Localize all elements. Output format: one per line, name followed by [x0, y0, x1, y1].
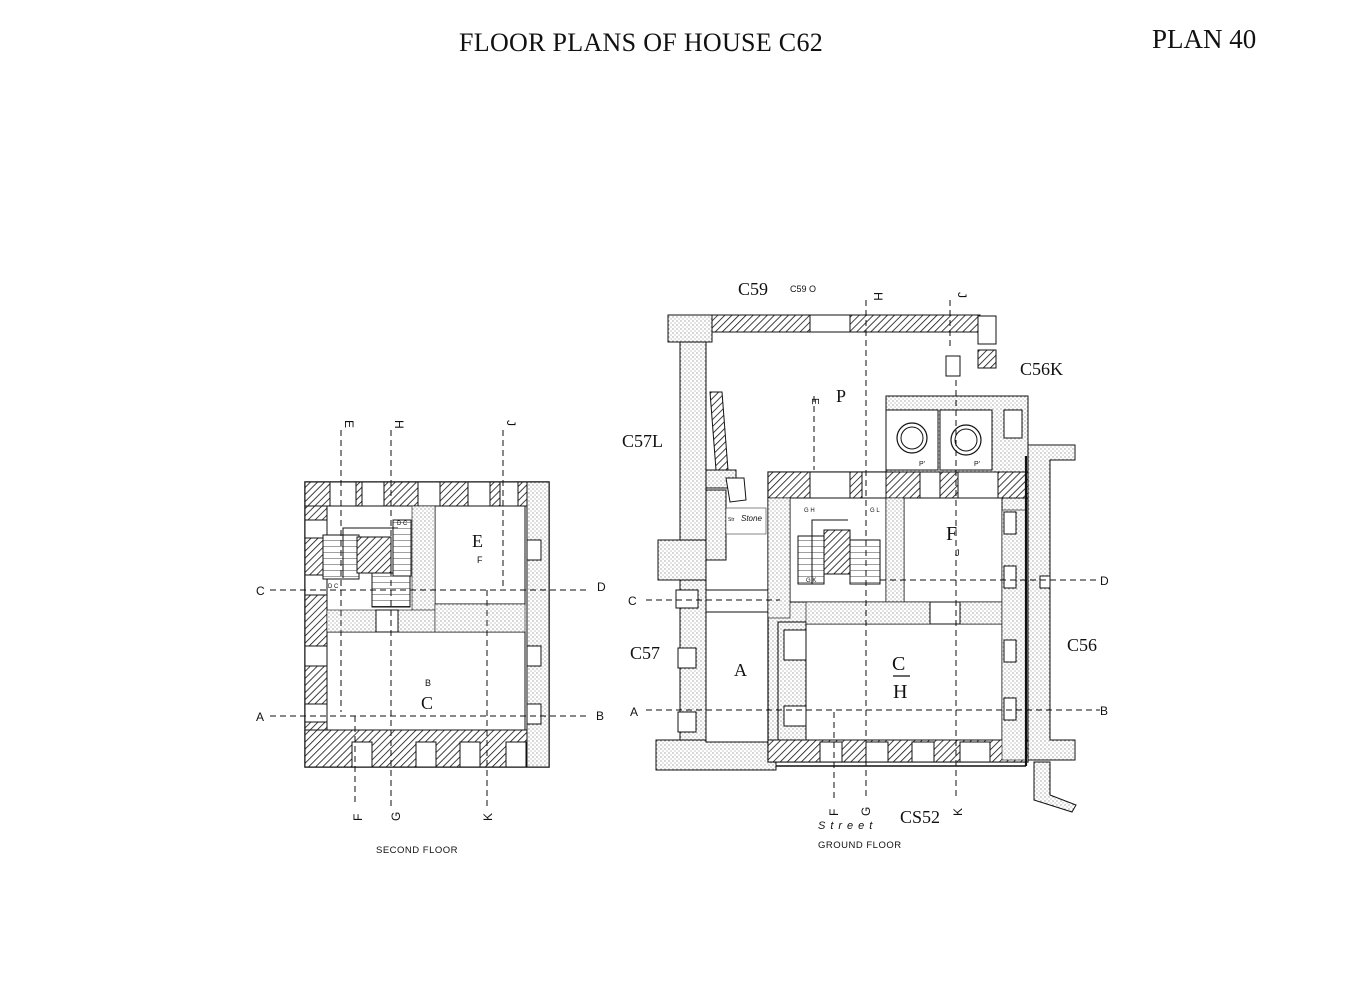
- neighbour-c59o: C59 O: [790, 284, 816, 294]
- section-mark-c: C: [256, 584, 265, 598]
- g-section-mark-j: J: [955, 292, 969, 298]
- g-section-mark-a: A: [630, 705, 638, 719]
- g-section-mark-f: F: [827, 809, 841, 816]
- g-section-mark-d: D: [1100, 574, 1109, 588]
- ground-floor-labels: C59 C59 O C56K C57L C57 C56 CS52 P A F J…: [622, 279, 1109, 851]
- section-mark-a: A: [256, 710, 264, 724]
- ground-floor-section-lines: [646, 300, 1100, 800]
- stone-label: Stone: [741, 514, 762, 523]
- neighbour-c56k: C56K: [1020, 359, 1063, 379]
- section-mark-e: E: [342, 420, 356, 428]
- ground-room-f: [903, 497, 1003, 603]
- g-section-mark-c: C: [628, 594, 637, 608]
- second-floor-section-lines: [270, 430, 590, 806]
- stair-mark-e: E: [809, 398, 820, 405]
- g-section-mark-g: G: [859, 807, 873, 816]
- tower-p2-label: P': [974, 461, 980, 468]
- room-c-sublabel: B: [425, 678, 431, 688]
- section-mark-k: K: [481, 813, 495, 821]
- ground-floor-caption: GROUND FLOOR: [818, 840, 902, 851]
- room-e: [434, 505, 526, 605]
- room-e-label: E: [472, 531, 483, 551]
- street-label: Street: [818, 820, 877, 832]
- stair-mark-dc-lower: D C: [328, 584, 339, 590]
- g-section-mark-h: H: [871, 292, 885, 301]
- neighbour-c59: C59: [738, 279, 768, 299]
- section-mark-f: F: [351, 814, 365, 821]
- stone-prefix: Str: [728, 517, 735, 523]
- g-section-mark-b: B: [1100, 704, 1108, 718]
- room-c-label: C: [421, 693, 433, 713]
- ground-room-c-label: C: [892, 653, 905, 675]
- section-mark-h: H: [392, 420, 406, 429]
- neighbour-c56: C56: [1067, 635, 1097, 655]
- stair-mark-gk: G K: [806, 578, 816, 584]
- ground-floor-plan: [655, 314, 1077, 813]
- second-floor-labels: C D A B E H J F G K E F C B D C D C SECO…: [256, 420, 606, 856]
- tower-p1-label: P': [919, 461, 925, 468]
- ground-room-a-label: A: [734, 660, 747, 680]
- section-mark-g: G: [389, 812, 403, 821]
- room-e-sublabel: F: [477, 555, 483, 565]
- ground-room-f-label: F: [946, 523, 957, 545]
- stair-mark-gl: G L: [870, 508, 880, 514]
- g-section-mark-k: K: [951, 808, 965, 816]
- page-title: FLOOR PLANS OF HOUSE C62: [459, 28, 824, 57]
- neighbour-c57l: C57L: [622, 431, 663, 451]
- ground-room-f-sublabel: J: [955, 548, 960, 558]
- neighbour-c57: C57: [630, 643, 660, 663]
- plan-number: PLAN 40: [1152, 24, 1257, 54]
- room-c: [326, 631, 526, 731]
- stair-mark-dc-upper: D C: [397, 521, 408, 527]
- second-floor-plan: [304, 481, 550, 768]
- ground-room-h-label: H: [893, 681, 907, 703]
- second-floor-caption: SECOND FLOOR: [376, 845, 458, 856]
- section-mark-j: J: [504, 420, 518, 426]
- neighbour-cs52: CS52: [900, 807, 940, 827]
- section-mark-b: B: [596, 709, 604, 723]
- ground-room-p-label: P: [836, 386, 846, 406]
- stair-mark-gh: G H: [804, 508, 815, 514]
- section-mark-d: D: [597, 580, 606, 594]
